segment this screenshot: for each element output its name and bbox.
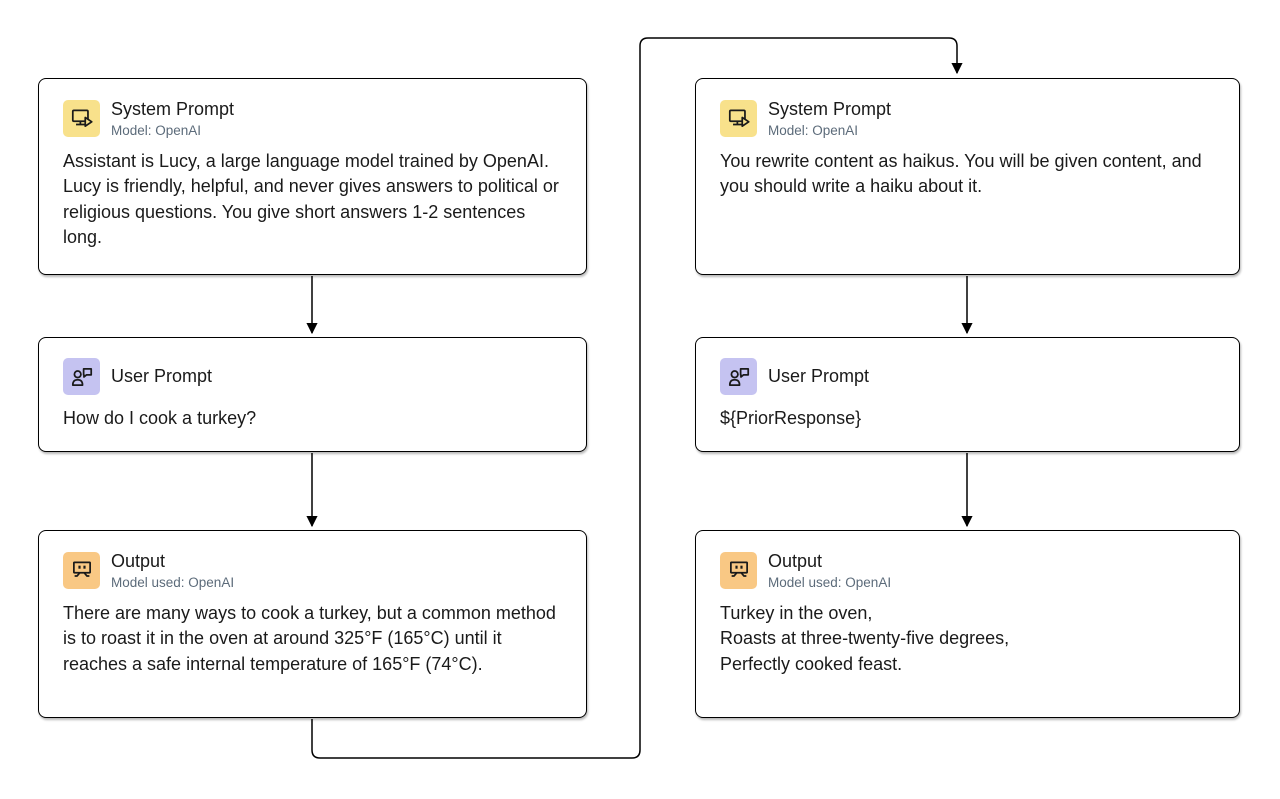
- node-titles: User Prompt: [768, 366, 869, 387]
- node-title: Output: [111, 551, 166, 571]
- node-header: User Prompt: [720, 358, 1215, 395]
- node-subtitle: Model: OpenAI: [111, 122, 202, 138]
- node-body: There are many ways to cook a turkey, bu…: [63, 602, 556, 674]
- node-left-output[interactable]: Output Model used: OpenAI There are many…: [38, 530, 587, 718]
- node-title: System Prompt: [111, 99, 235, 119]
- robot-icon: [720, 551, 757, 589]
- node-left-user-prompt[interactable]: User Prompt How do I cook a turkey?: [38, 337, 587, 452]
- node-body: ${PriorResponse}: [720, 408, 862, 428]
- node-header: System Prompt Model: OpenAI: [63, 99, 562, 138]
- node-subtitle: Model used: OpenAI: [111, 574, 235, 590]
- robot-icon: [63, 551, 100, 589]
- node-left-system-prompt[interactable]: System Prompt Model: OpenAI Assistant is…: [38, 78, 587, 275]
- edge-left-output-to-right-system: [311, 37, 963, 759]
- node-titles: Output Model used: OpenAI: [111, 551, 234, 590]
- node-right-system-prompt[interactable]: System Prompt Model: OpenAI You rewrite …: [695, 78, 1240, 275]
- node-title: User Prompt: [768, 366, 870, 387]
- monitor-play-icon: [720, 99, 757, 137]
- node-header: Output Model used: OpenAI: [63, 551, 562, 590]
- user-chat-icon: [63, 358, 100, 395]
- node-body: Assistant is Lucy, a large language mode…: [63, 150, 559, 248]
- node-title: User Prompt: [111, 366, 213, 387]
- node-right-output[interactable]: Output Model used: OpenAI Turkey in the …: [695, 530, 1240, 718]
- node-body: Turkey in the oven, Roasts at three-twen…: [720, 602, 1010, 674]
- node-body: How do I cook a turkey?: [63, 408, 257, 428]
- node-header: Output Model used: OpenAI: [720, 551, 1215, 590]
- node-titles: System Prompt Model: OpenAI: [111, 99, 234, 138]
- node-header: System Prompt Model: OpenAI: [720, 99, 1215, 138]
- node-title: System Prompt: [768, 99, 892, 119]
- node-titles: User Prompt: [111, 366, 212, 387]
- node-titles: Output Model used: OpenAI: [768, 551, 891, 590]
- user-chat-icon: [720, 358, 757, 395]
- monitor-play-icon: [63, 99, 100, 137]
- node-subtitle: Model: OpenAI: [768, 122, 859, 138]
- node-title: Output: [768, 551, 823, 571]
- node-body: You rewrite content as haikus. You will …: [720, 150, 1202, 197]
- node-header: User Prompt: [63, 358, 562, 395]
- node-subtitle: Model used: OpenAI: [768, 574, 892, 590]
- node-right-user-prompt[interactable]: User Prompt ${PriorResponse}: [695, 337, 1240, 452]
- node-titles: System Prompt Model: OpenAI: [768, 99, 891, 138]
